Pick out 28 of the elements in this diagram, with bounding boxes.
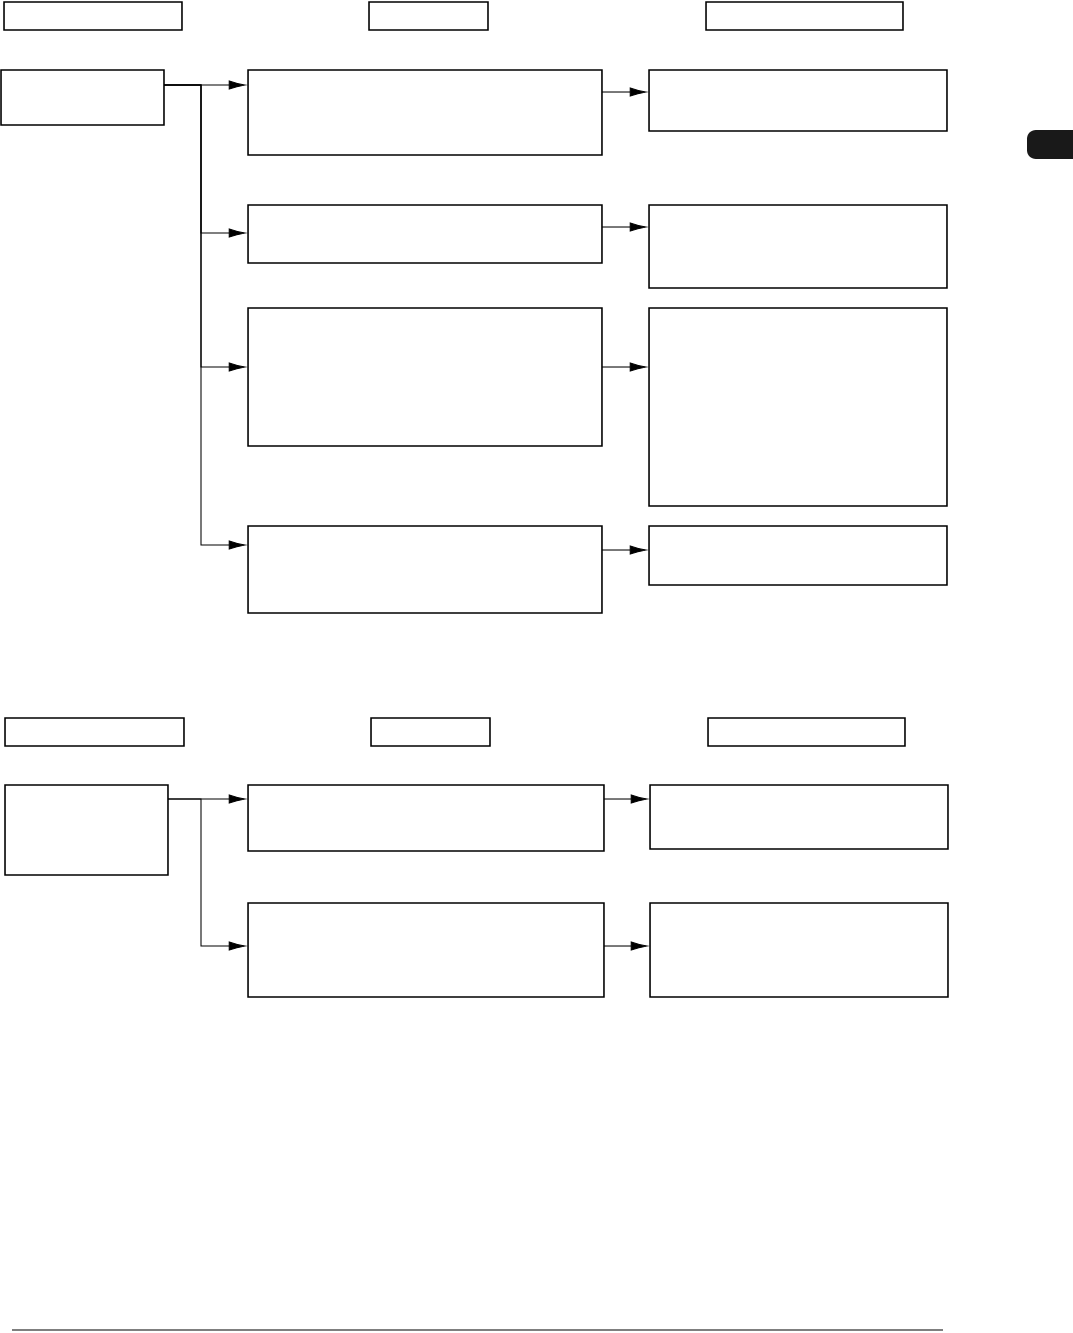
arrow xyxy=(603,794,648,804)
arrow xyxy=(163,84,246,550)
arrow xyxy=(601,545,647,555)
box xyxy=(247,784,605,852)
box xyxy=(247,525,603,614)
box xyxy=(648,69,948,132)
box xyxy=(0,69,165,126)
box xyxy=(649,902,949,998)
arrow xyxy=(167,798,246,951)
box xyxy=(648,525,948,586)
box xyxy=(648,204,948,289)
box xyxy=(247,307,603,447)
box xyxy=(648,307,948,507)
arrow xyxy=(601,87,647,97)
box xyxy=(649,784,949,850)
box xyxy=(4,784,169,876)
arrow xyxy=(601,362,647,372)
box xyxy=(705,1,904,31)
box xyxy=(370,717,491,747)
box xyxy=(4,717,185,747)
box xyxy=(247,204,603,264)
box xyxy=(3,1,183,31)
box xyxy=(247,902,605,998)
arrow xyxy=(603,941,648,951)
box xyxy=(707,717,906,747)
arrow xyxy=(601,222,647,232)
box xyxy=(368,1,489,31)
box xyxy=(247,69,603,156)
